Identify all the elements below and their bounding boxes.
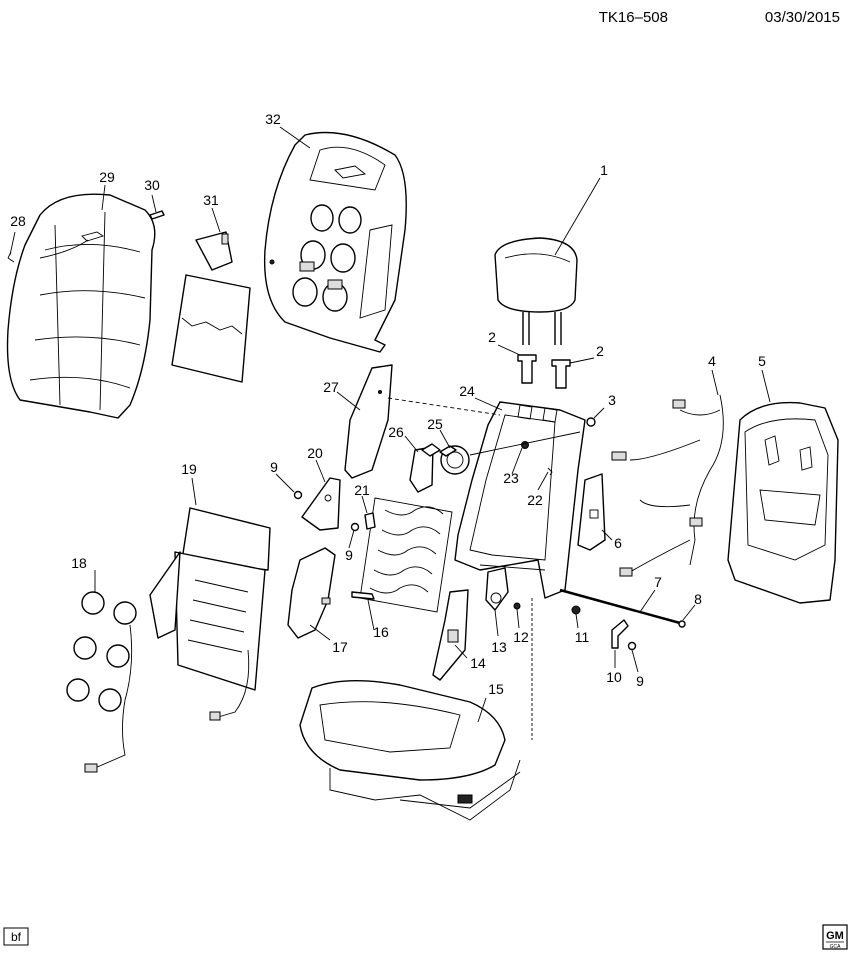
callout-7: 7 <box>654 574 662 590</box>
part-9-bolt-mid <box>350 522 360 532</box>
part-15-seat-cushion <box>299 679 521 821</box>
part-28-clip <box>7 251 15 263</box>
part-24-seatback-frame <box>454 401 586 599</box>
part-20-bracket <box>301 477 341 531</box>
part-2-headrest-guides <box>517 354 571 389</box>
part-9-bolt-upper <box>293 490 303 500</box>
callout-19: 19 <box>181 461 197 477</box>
callout-14: 14 <box>470 655 486 671</box>
callout-32: 32 <box>265 111 281 127</box>
part-14-switch-bracket <box>432 589 469 681</box>
part-19-cushion-pan <box>149 507 271 721</box>
part-8-endcap <box>678 620 686 628</box>
callout-16: 16 <box>373 624 389 640</box>
part-7-rod <box>559 588 681 625</box>
part-17-side-cover <box>287 547 336 639</box>
callout-12: 12 <box>513 629 529 645</box>
callout-22: 22 <box>527 492 543 508</box>
callout-20: 20 <box>307 445 323 461</box>
gm-logo-top: GM <box>826 930 844 942</box>
part-5-back-panel <box>727 401 839 604</box>
callout-5: 5 <box>758 353 766 369</box>
callout-10: 10 <box>606 669 622 685</box>
part-13-motor <box>485 567 509 611</box>
part-22-clip <box>547 467 553 476</box>
part-32-seatback-pad <box>263 131 407 353</box>
callout-9-mid: 9 <box>345 547 353 563</box>
callout-26: 26 <box>388 424 404 440</box>
assembly-center-lines <box>387 397 533 740</box>
diagram-code: TK16–508 <box>599 9 668 26</box>
part-21-bracket <box>364 512 376 530</box>
callout-30: 30 <box>144 177 160 193</box>
part-4-wiring-harness <box>611 394 724 577</box>
part-11-nut <box>571 605 581 615</box>
part-31-panel <box>171 231 251 383</box>
callout-25: 25 <box>427 416 443 432</box>
callout-24: 24 <box>459 383 475 399</box>
gm-logo-bottom: GCA <box>830 944 842 950</box>
part-25-motor <box>439 445 470 475</box>
callout-17: 17 <box>332 639 348 655</box>
part-29-seatback-cover <box>6 193 156 419</box>
gm-logo: GM GCA <box>822 924 848 950</box>
part-10-bracket <box>611 619 629 649</box>
callout-1: 1 <box>600 162 608 178</box>
author-tag-text: bf <box>11 930 22 944</box>
callout-15: 15 <box>488 681 504 697</box>
part-26-module <box>409 443 441 493</box>
callout-8: 8 <box>694 591 702 607</box>
callout-29: 29 <box>99 169 115 185</box>
part-18-heater-harness <box>66 591 137 773</box>
callout-labels: 1 2 2 3 4 5 6 7 8 9 9 9 10 11 12 13 14 1… <box>10 111 766 697</box>
callout-6: 6 <box>614 535 622 551</box>
part-3-bolt <box>586 417 596 427</box>
leader-lines <box>9 126 771 723</box>
callout-9-upper: 9 <box>270 459 278 475</box>
part-12-bolt <box>513 602 521 610</box>
callout-31: 31 <box>203 192 219 208</box>
callout-27: 27 <box>323 379 339 395</box>
callout-21: 21 <box>354 482 370 498</box>
callout-3: 3 <box>608 392 616 408</box>
part-30-fastener <box>149 210 165 220</box>
callout-28: 28 <box>10 213 26 229</box>
callout-2a: 2 <box>488 329 496 345</box>
callout-13: 13 <box>491 639 507 655</box>
diagram-date: 03/30/2015 <box>765 9 840 26</box>
callout-23: 23 <box>503 470 519 486</box>
part-9-bolt-right <box>627 641 637 651</box>
part-16-spring-mat <box>351 497 453 613</box>
part-27-side-panel <box>344 364 393 479</box>
callout-4: 4 <box>708 353 716 369</box>
callout-2b: 2 <box>596 343 604 359</box>
callout-9-right: 9 <box>636 673 644 689</box>
callout-11: 11 <box>575 629 590 645</box>
part-1-headrest <box>494 237 578 345</box>
callout-18: 18 <box>71 555 87 571</box>
part-6-side-shield <box>577 473 606 551</box>
author-tag: bf <box>3 927 29 946</box>
